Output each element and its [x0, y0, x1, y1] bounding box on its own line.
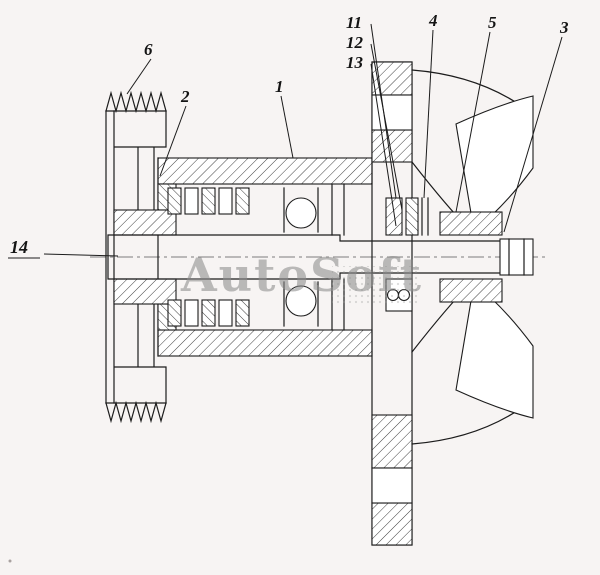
belt-pulley — [105, 90, 177, 424]
callout-13: 13 — [346, 53, 364, 72]
bearing-ball-top — [285, 197, 317, 229]
bearing-ball-bottom — [285, 285, 317, 317]
callout-4: 4 — [428, 11, 438, 30]
callout-12: 12 — [346, 33, 364, 52]
watermark: AutoSoft — [180, 248, 423, 304]
flange-bolt-hole-top — [371, 94, 413, 131]
flange-bolt-hole-bottom — [371, 467, 413, 504]
impeller — [411, 69, 534, 445]
pulley-hub-top — [113, 209, 177, 236]
drive-shaft — [107, 234, 534, 280]
callout-1: 1 — [275, 77, 284, 96]
pulley-grooves-bottom — [105, 400, 167, 424]
callout-14: 14 — [10, 237, 28, 257]
pulley-hub-bottom — [113, 278, 177, 305]
watermark-halftone — [332, 266, 418, 304]
callout-3: 3 — [559, 18, 569, 37]
impeller-blade-bottom — [455, 281, 534, 419]
callout-5: 5 — [488, 13, 497, 32]
impeller-hub-bottom — [439, 278, 503, 303]
pulley-grooves-top — [105, 90, 167, 114]
callout-2: 2 — [180, 87, 190, 106]
impeller-blade-top — [455, 95, 534, 233]
page-artifact-dot — [8, 559, 12, 563]
bearing-assembly — [167, 183, 345, 331]
shaft-end-nut — [499, 238, 534, 276]
callout-11: 11 — [346, 13, 362, 32]
watermark-text: AutoSoft — [180, 248, 423, 302]
callout-6: 6 — [144, 40, 153, 59]
callouts: 6 2 1 11 12 13 4 5 3 14 — [8, 11, 569, 259]
impeller-hub-top — [439, 211, 503, 236]
bearing-housing — [157, 157, 373, 357]
